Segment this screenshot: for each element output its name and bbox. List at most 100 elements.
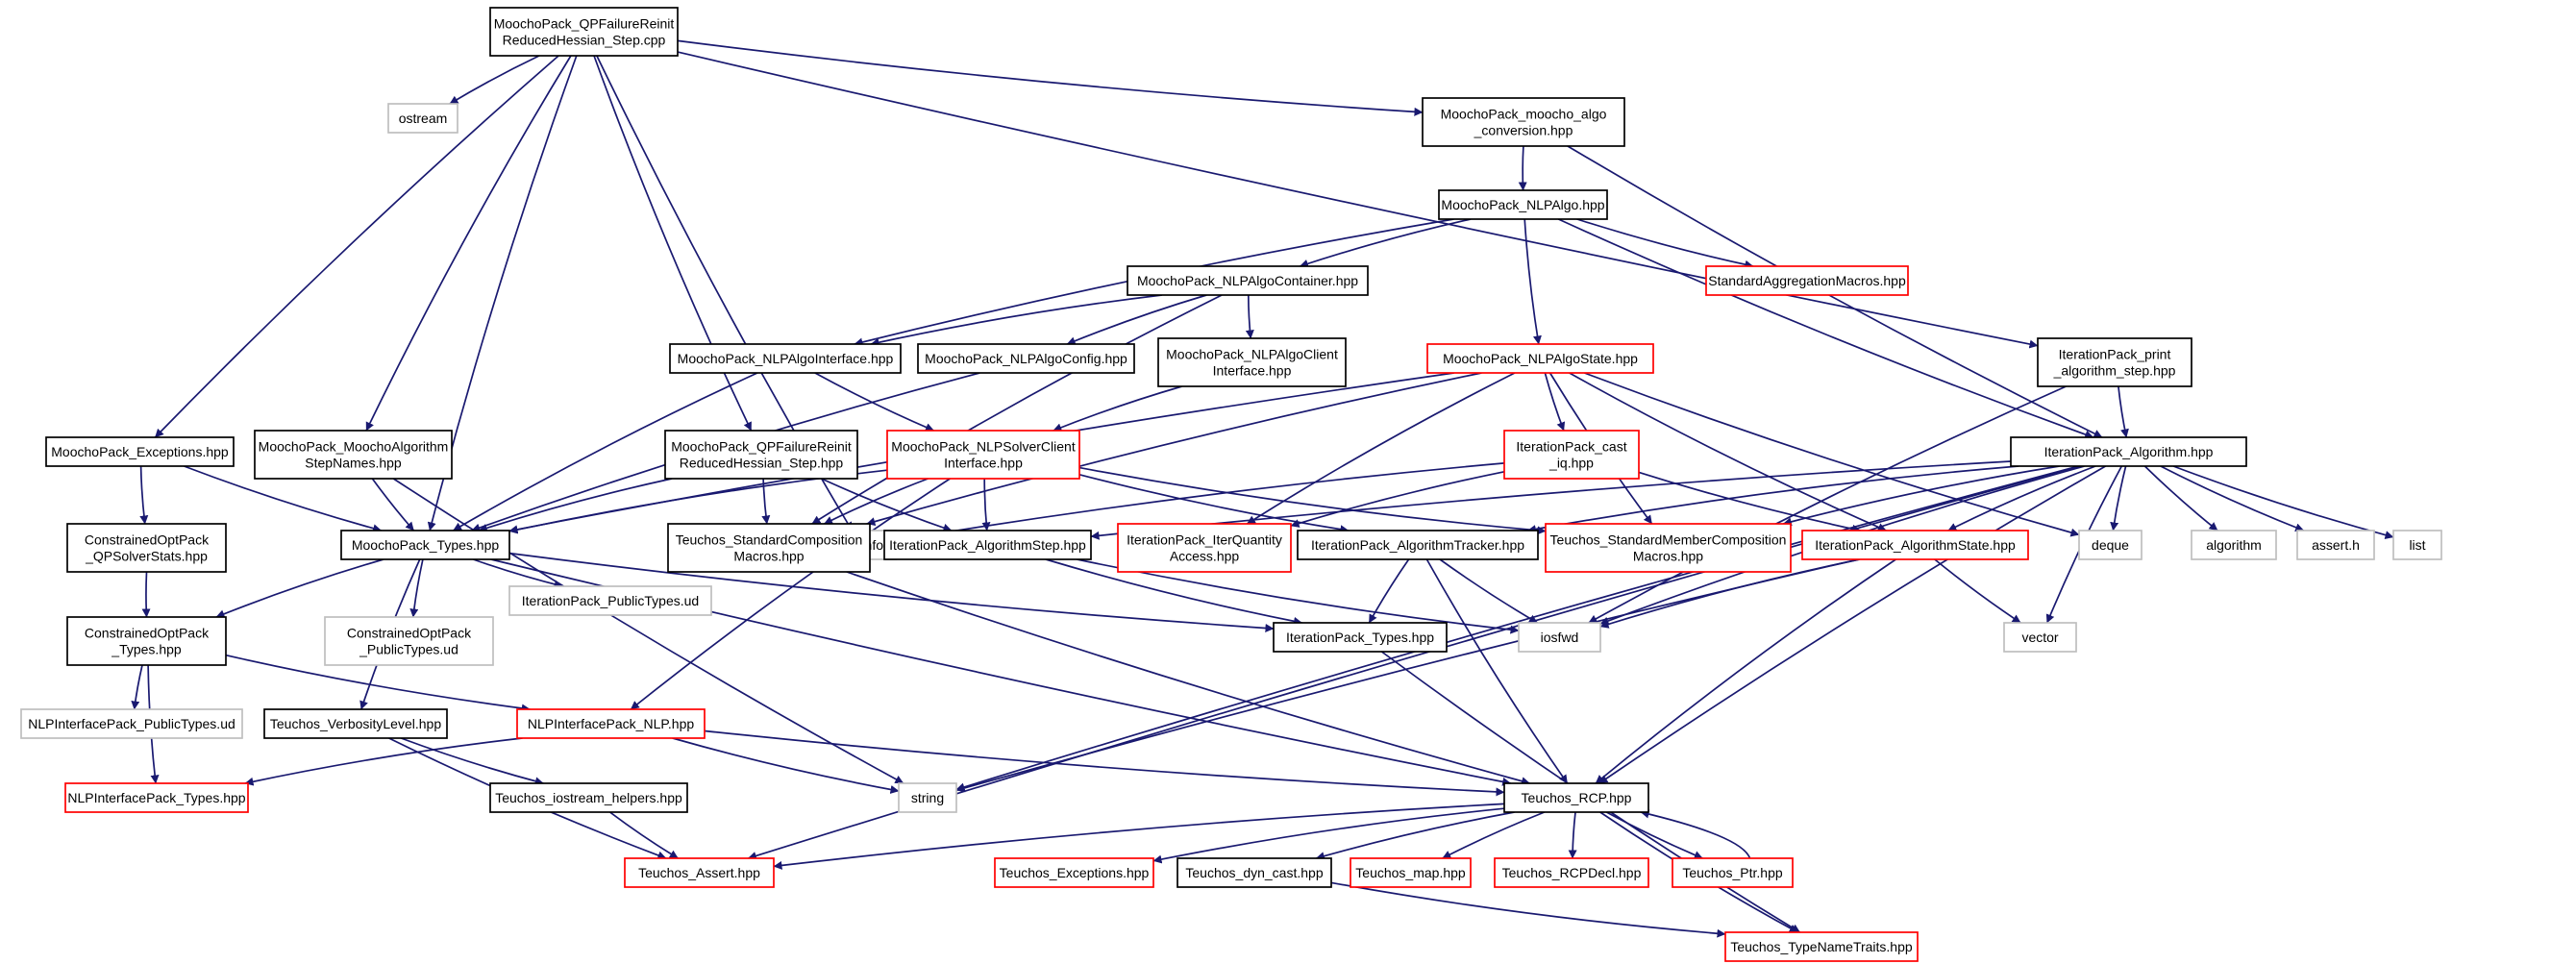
node-castiq[interactable]: IterationPack_cast_iq.hpp (1503, 430, 1640, 480)
node-algstate[interactable]: IterationPack_AlgorithmState.hpp (1801, 530, 2029, 560)
node-nlptypes[interactable]: NLPInterfacePack_Types.hpp (64, 782, 249, 813)
node-label: ReducedHessian_Step.hpp (680, 456, 844, 471)
node-box (886, 430, 1080, 480)
node-algtracker[interactable]: IterationPack_AlgorithmTracker.hpp (1297, 530, 1539, 560)
edge-exceptions-to-qpsolverstats (139, 465, 149, 525)
node-verbosity[interactable]: Teuchos_VerbosityLevel.hpp (263, 708, 448, 739)
node-label: MoochoPack_NLPAlgoConfig.hpp (925, 351, 1127, 366)
node-nlpalgocontainer[interactable]: MoochoPack_NLPAlgoContainer.hpp (1127, 265, 1369, 296)
node-box (1177, 857, 1332, 888)
node-iosfwd[interactable]: iosfwd (1518, 622, 1601, 653)
node-cotypes[interactable]: ConstrainedOptPack_Types.hpp (66, 616, 227, 666)
edge-algtracker-to-ittypes (1368, 558, 1410, 624)
node-label: _iq.hpp (1548, 456, 1594, 471)
node-box (66, 523, 227, 573)
node-nlpalgostate[interactable]: MoochoPack_NLPAlgoState.hpp (1426, 343, 1654, 374)
node-italgo[interactable]: IterationPack_Algorithm.hpp (2010, 436, 2247, 467)
node-label: MoochoPack_moocho_algo (1441, 107, 1607, 122)
node-box (508, 585, 712, 616)
edge-italgo-to-string (955, 465, 2079, 792)
edge-italgo-to-stdmember (1782, 465, 2060, 527)
node-label: Macros.hpp (733, 549, 804, 564)
node-string[interactable]: string (898, 782, 957, 813)
node-tmap[interactable]: Teuchos_map.hpp (1350, 857, 1472, 888)
node-label: NLPInterfacePack_NLP.hpp (528, 716, 695, 731)
node-qpsolverstats[interactable]: ConstrainedOptPack_QPSolverStats.hpp (66, 523, 227, 573)
node-exceptions[interactable]: MoochoPack_Exceptions.hpp (45, 436, 235, 467)
node-algorithm[interactable]: algorithm (2191, 530, 2277, 560)
node-nlpalgointerface[interactable]: MoochoPack_NLPAlgoInterface.hpp (669, 343, 902, 374)
node-box (2037, 337, 2192, 387)
edge-nlpalgoclient-to-solverclient (1053, 385, 1182, 433)
node-printstep[interactable]: IterationPack_print_algorithm_step.hpp (2037, 337, 2192, 387)
node-box (489, 782, 688, 813)
node-stdmember[interactable]: Teuchos_StandardMemberCompositionMacros.… (1545, 523, 1792, 573)
node-box (1503, 430, 1640, 480)
node-label: _QPSolverStats.hpp (85, 549, 208, 564)
node-root[interactable]: MoochoPack_QPFailureReinitReducedHessian… (489, 7, 679, 57)
node-label: Teuchos_Exceptions.hpp (1000, 865, 1150, 880)
node-rcpdecl[interactable]: Teuchos_RCPDecl.hpp (1494, 857, 1649, 888)
node-label: MoochoPack_Types.hpp (352, 537, 500, 553)
edge-nlphpp-to-nlptypes (244, 737, 523, 786)
node-label: Macros.hpp (1633, 549, 1703, 564)
node-label: MoochoPack_NLPAlgo.hpp (1441, 197, 1604, 212)
edge-solverclient-to-algstep (981, 478, 991, 531)
node-texceptions[interactable]: Teuchos_Exceptions.hpp (994, 857, 1154, 888)
node-box (664, 430, 858, 480)
node-qpfhpp[interactable]: MoochoPack_QPFailureReinitReducedHessian… (664, 430, 858, 480)
node-box (1117, 523, 1292, 573)
node-nlpalgo[interactable]: MoochoPack_NLPAlgo.hpp (1438, 189, 1608, 220)
node-stdagg[interactable]: StandardAggregationMacros.hpp (1705, 265, 1909, 296)
edge-dyncast-to-typenametraits (1330, 881, 1726, 938)
node-nlphpp[interactable]: NLPInterfacePack_NLP.hpp (516, 708, 706, 739)
node-label: iosfwd (1541, 630, 1579, 645)
node-algo_conv[interactable]: MoochoPack_moocho_algo_conversion.hpp (1422, 97, 1625, 147)
node-box (20, 708, 243, 739)
edge-italgo-to-algorithm (2143, 465, 2218, 531)
node-iostreamhelpers[interactable]: Teuchos_iostream_helpers.hpp (489, 782, 688, 813)
node-algstep[interactable]: IterationPack_AlgorithmStep.hpp (883, 530, 1092, 560)
node-label: IterationPack_Types.hpp (1286, 630, 1434, 645)
edge-solverclient-to-stdcomp (824, 478, 929, 525)
node-rcp[interactable]: Teuchos_RCP.hpp (1503, 782, 1649, 813)
edge-root-to-algstepnames (365, 55, 572, 432)
node-nlpalgoconfig[interactable]: MoochoPack_NLPAlgoConfig.hpp (917, 343, 1135, 374)
edge-italgo-to-rcp (1598, 465, 2107, 784)
node-label: IterationPack_AlgorithmTracker.hpp (1311, 537, 1524, 553)
edge-algstate-to-string (955, 558, 1860, 793)
node-iptud[interactable]: IterationPack_PublicTypes.ud (508, 585, 712, 616)
node-ostream[interactable]: ostream (387, 103, 458, 134)
node-deque[interactable]: deque (2078, 530, 2143, 560)
node-label: IterationPack_IterQuantity (1127, 532, 1282, 548)
node-box (1422, 97, 1625, 147)
edge-nlpalgo-to-italgo (1557, 218, 2094, 439)
node-assert[interactable]: Teuchos_Assert.hpp (624, 857, 775, 888)
node-label: ConstrainedOptPack (347, 626, 472, 641)
node-ptr[interactable]: Teuchos_Ptr.hpp (1672, 857, 1794, 888)
node-vector[interactable]: vector (2003, 622, 2077, 653)
edge-qpfhpp-to-stdcomp (761, 478, 771, 525)
node-typenametraits[interactable]: Teuchos_TypeNameTraits.hpp (1724, 931, 1919, 962)
edge-algstepnames-to-mtypes (371, 478, 415, 531)
node-list[interactable]: list (2392, 530, 2442, 560)
node-label: Teuchos_Ptr.hpp (1682, 865, 1783, 880)
node-box (324, 616, 494, 666)
node-dyncast[interactable]: Teuchos_dyn_cast.hpp (1177, 857, 1332, 888)
node-coptud[interactable]: ConstrainedOptPack_PublicTypes.ud (324, 616, 494, 666)
node-label: StandardAggregationMacros.hpp (1708, 273, 1906, 288)
node-nlpptud[interactable]: NLPInterfacePack_PublicTypes.ud (20, 708, 243, 739)
node-ittypes[interactable]: IterationPack_Types.hpp (1273, 622, 1448, 653)
node-mtypes[interactable]: MoochoPack_Types.hpp (340, 530, 510, 560)
edge-algstate-to-rcp (1595, 558, 1896, 784)
node-asserth[interactable]: assert.h (2296, 530, 2375, 560)
node-box (2191, 530, 2277, 560)
node-box (2078, 530, 2143, 560)
node-label: Teuchos_iostream_helpers.hpp (495, 790, 682, 805)
